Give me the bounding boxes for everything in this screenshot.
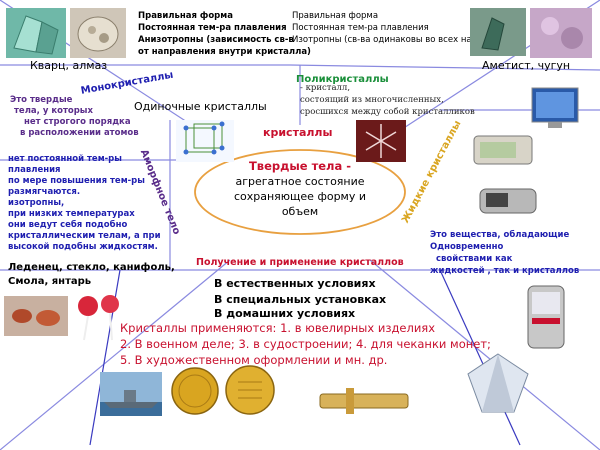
production-2: В специальных установках — [214, 293, 387, 306]
center-title: Твердые тела - — [248, 159, 352, 173]
center-ellipse — [194, 149, 406, 235]
amber-image — [4, 296, 68, 336]
mono-prop-2: Постоянная тем-ра плавления — [138, 23, 287, 33]
gem-image — [458, 350, 538, 420]
center-line-1: агрегатное состояние — [235, 175, 365, 188]
rough-diamond-icon — [70, 8, 126, 58]
clock-image — [470, 128, 536, 172]
phone-image — [518, 282, 574, 352]
monitor-image — [526, 84, 584, 132]
production-1: В естественных условиях — [214, 277, 376, 290]
amorph-examples-1: Леденец, стекло, канифоль, — [8, 262, 175, 273]
lattice-image — [176, 120, 234, 162]
amorph-main-7: они ведут себя подобно — [8, 220, 128, 230]
poly-prop-3: Изотропны (св-ва одинаковы во всех напра… — [292, 35, 502, 45]
poly-desc-3: сросшихся между собой кристалликов — [300, 107, 475, 117]
amorph-main-9: высокой подобны жидкостям. — [8, 242, 158, 252]
amorph-main-8: кристаллическим телам, а при — [8, 231, 161, 241]
cast-iron-image — [530, 8, 592, 58]
poly-prop-2: Постоянная тем-ра плавления — [292, 23, 429, 33]
caption-amethyst-iron: Аметист, чугун — [482, 59, 571, 72]
poly-prop-1: Правильная форма — [292, 11, 379, 21]
amorph-main-4: размягчаются. — [8, 187, 81, 197]
snowflake-icon — [356, 120, 406, 162]
coin-2-image — [224, 362, 276, 418]
liquid-desc-1: Это вещества, обладающие — [430, 230, 570, 240]
amethyst-icon — [470, 8, 526, 56]
diamond-rough-image — [70, 8, 126, 58]
liquid-desc-4: жидкостей , так и кристаллов — [430, 266, 580, 276]
mono-prop-4: от направления внутри кристалла) — [138, 47, 311, 57]
lattice-icon — [176, 120, 234, 162]
amethyst-image — [470, 8, 526, 56]
poly-desc-2: состоящий из многочисленных, — [300, 95, 444, 105]
coin-1-image — [170, 364, 220, 418]
amorph-examples-2: Смола, янтарь — [8, 276, 92, 287]
amorph-main-1: нет постоянной тем-ры — [8, 154, 122, 164]
mono-desc: Одиночные кристаллы — [134, 100, 267, 113]
center-line-3: объем — [281, 205, 319, 218]
lollipops-image — [70, 290, 130, 342]
center-line-2: сохраняющее форму и — [233, 190, 367, 203]
latch-image — [316, 384, 412, 418]
mono-prop-1: Правильная форма — [138, 11, 233, 21]
cast-iron-icon — [530, 8, 592, 58]
mono-prop-3: Анизотропны (зависимость св-в — [138, 35, 294, 45]
poly-desc-1: - кристалл, — [300, 83, 351, 93]
branch-crystals: кристаллы — [263, 126, 333, 139]
amorph-top-2: тела, у которых — [14, 106, 93, 116]
quartz-image — [6, 8, 66, 58]
camera-image — [474, 175, 544, 225]
amber-icon — [4, 296, 68, 336]
liquid-desc-3: свойствами как — [436, 254, 513, 264]
amorph-top-4: в расположении атомов — [20, 128, 139, 138]
production-3: В домашних условиях — [214, 307, 356, 320]
applications-2: 2. В военном деле; 3. в судостроении; 4.… — [120, 337, 491, 351]
diamond-icon — [467, 353, 529, 413]
caption-quartz-diamond: Кварц, алмаз — [30, 59, 108, 72]
gold-coin-icon-2 — [225, 365, 275, 415]
monitor-icon — [531, 87, 579, 128]
mobile-phone-icon — [527, 285, 565, 349]
warship-icon — [100, 372, 162, 416]
ship-image — [100, 372, 162, 416]
camcorder-icon — [479, 188, 537, 214]
quartz-icon — [6, 8, 66, 58]
lollipop-icon — [78, 295, 119, 341]
gold-coin-icon — [171, 367, 219, 415]
snowflake-image — [356, 120, 406, 162]
amorph-top-1: Это твердые — [10, 95, 73, 105]
applications-1: Кристаллы применяются: 1. в ювелирных из… — [120, 321, 436, 335]
liquid-desc-2: Одновременно — [430, 242, 504, 252]
amorph-main-2: плавления — [8, 165, 61, 175]
amorph-main-3: по мере повышения тем-ры — [8, 176, 145, 186]
brass-latch-icon — [319, 388, 409, 414]
applications-3: 5. В художественном оформлении и мн. др. — [120, 353, 388, 367]
amorph-main-6: при низких температурах — [8, 209, 135, 219]
clock-display-icon — [473, 135, 533, 165]
branch-production: Получение и применение кристаллов — [196, 257, 404, 268]
amorph-top-3: нет строгого порядка — [24, 117, 131, 127]
amorph-main-5: изотропны, — [8, 198, 65, 208]
branch-poly: Поликристаллы — [296, 74, 389, 85]
